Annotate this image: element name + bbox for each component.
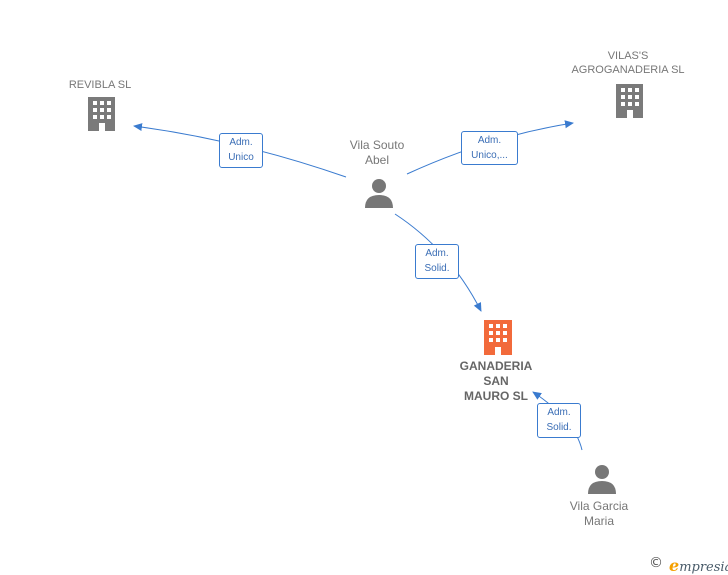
- edge-label-ganaderia-souto[interactable]: Adm. Solid.: [415, 244, 459, 279]
- node-label-vila-garcia[interactable]: Vila Garcia Maria: [569, 499, 629, 528]
- brand-rest: mpresia: [679, 560, 728, 575]
- brand-logo[interactable]: empresia: [669, 556, 728, 575]
- node-label-vila-souto[interactable]: Vila Souto Abel: [349, 138, 405, 167]
- node-label-revibla[interactable]: REVIBLA SL: [68, 79, 132, 91]
- edge-label-ganaderia-garcia[interactable]: Adm. Solid.: [537, 403, 581, 438]
- building-icon[interactable]: [88, 97, 115, 131]
- node-label-ganaderia[interactable]: GANADERIA SAN MAURO SL: [459, 359, 533, 403]
- person-icon[interactable]: [365, 179, 393, 208]
- brand-initial: e: [669, 556, 680, 575]
- building-icon-highlighted[interactable]: [484, 320, 512, 355]
- node-label-vilas[interactable]: VILAS'S AGROGANADERIA SL: [571, 50, 685, 76]
- building-icon[interactable]: [616, 84, 643, 118]
- copyright-icon: ©: [649, 555, 663, 571]
- edge-label-revibla[interactable]: Adm. Unico: [219, 133, 263, 168]
- edge-label-vilas[interactable]: Adm. Unico,...: [461, 131, 518, 165]
- person-icon[interactable]: [588, 465, 616, 494]
